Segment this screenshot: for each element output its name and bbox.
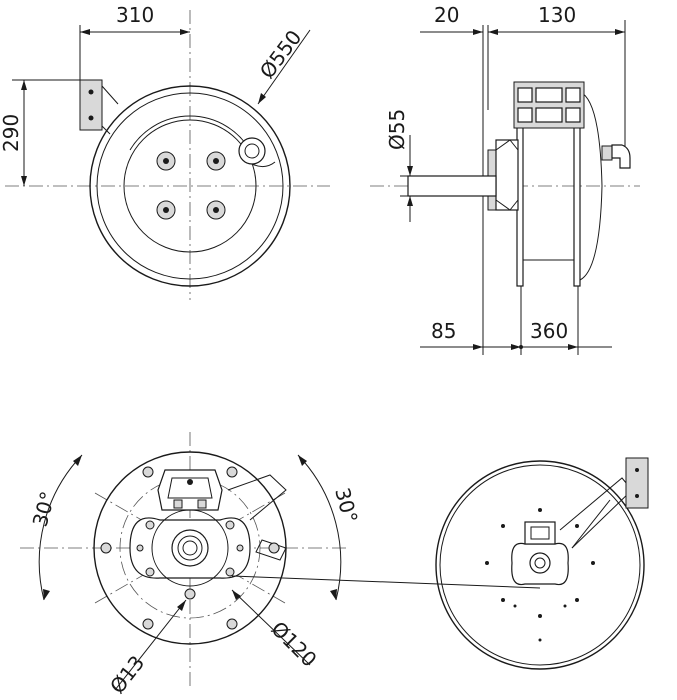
hose-guide [238,137,276,168]
dim-top-width: 310 [116,3,154,27]
bolt-hole [100,466,280,630]
dim-angle-left: 30° [28,489,60,529]
front-view: 310 290 Ø550 [0,3,330,300]
bracket-block [513,81,585,129]
dim-drum-diameter: Ø550 [255,26,307,84]
swivel-joint [601,144,631,169]
dim-flange-offset: 20 [434,3,459,27]
dim-drum-width: 360 [530,319,568,343]
dim-hole-diameter: Ø13 [105,651,149,698]
side-view: 20 130 Ø55 85 360 [370,3,640,355]
top-mount [157,469,223,511]
wall-bracket [625,457,649,509]
dim-side-width: 130 [538,3,576,27]
dim-bolt-circle: Ø120 [266,617,321,672]
dim-shaft-length: 85 [431,319,456,343]
bolt-dot [485,508,595,642]
detail-view: 30° 30° Ø13 Ø120 [20,432,541,698]
dim-shaft-diameter: Ø55 [385,109,409,150]
dim-top-height: 290 [0,114,23,152]
mounting-bracket [79,79,119,135]
hub-bolt [156,151,226,220]
overview-view [435,457,649,670]
